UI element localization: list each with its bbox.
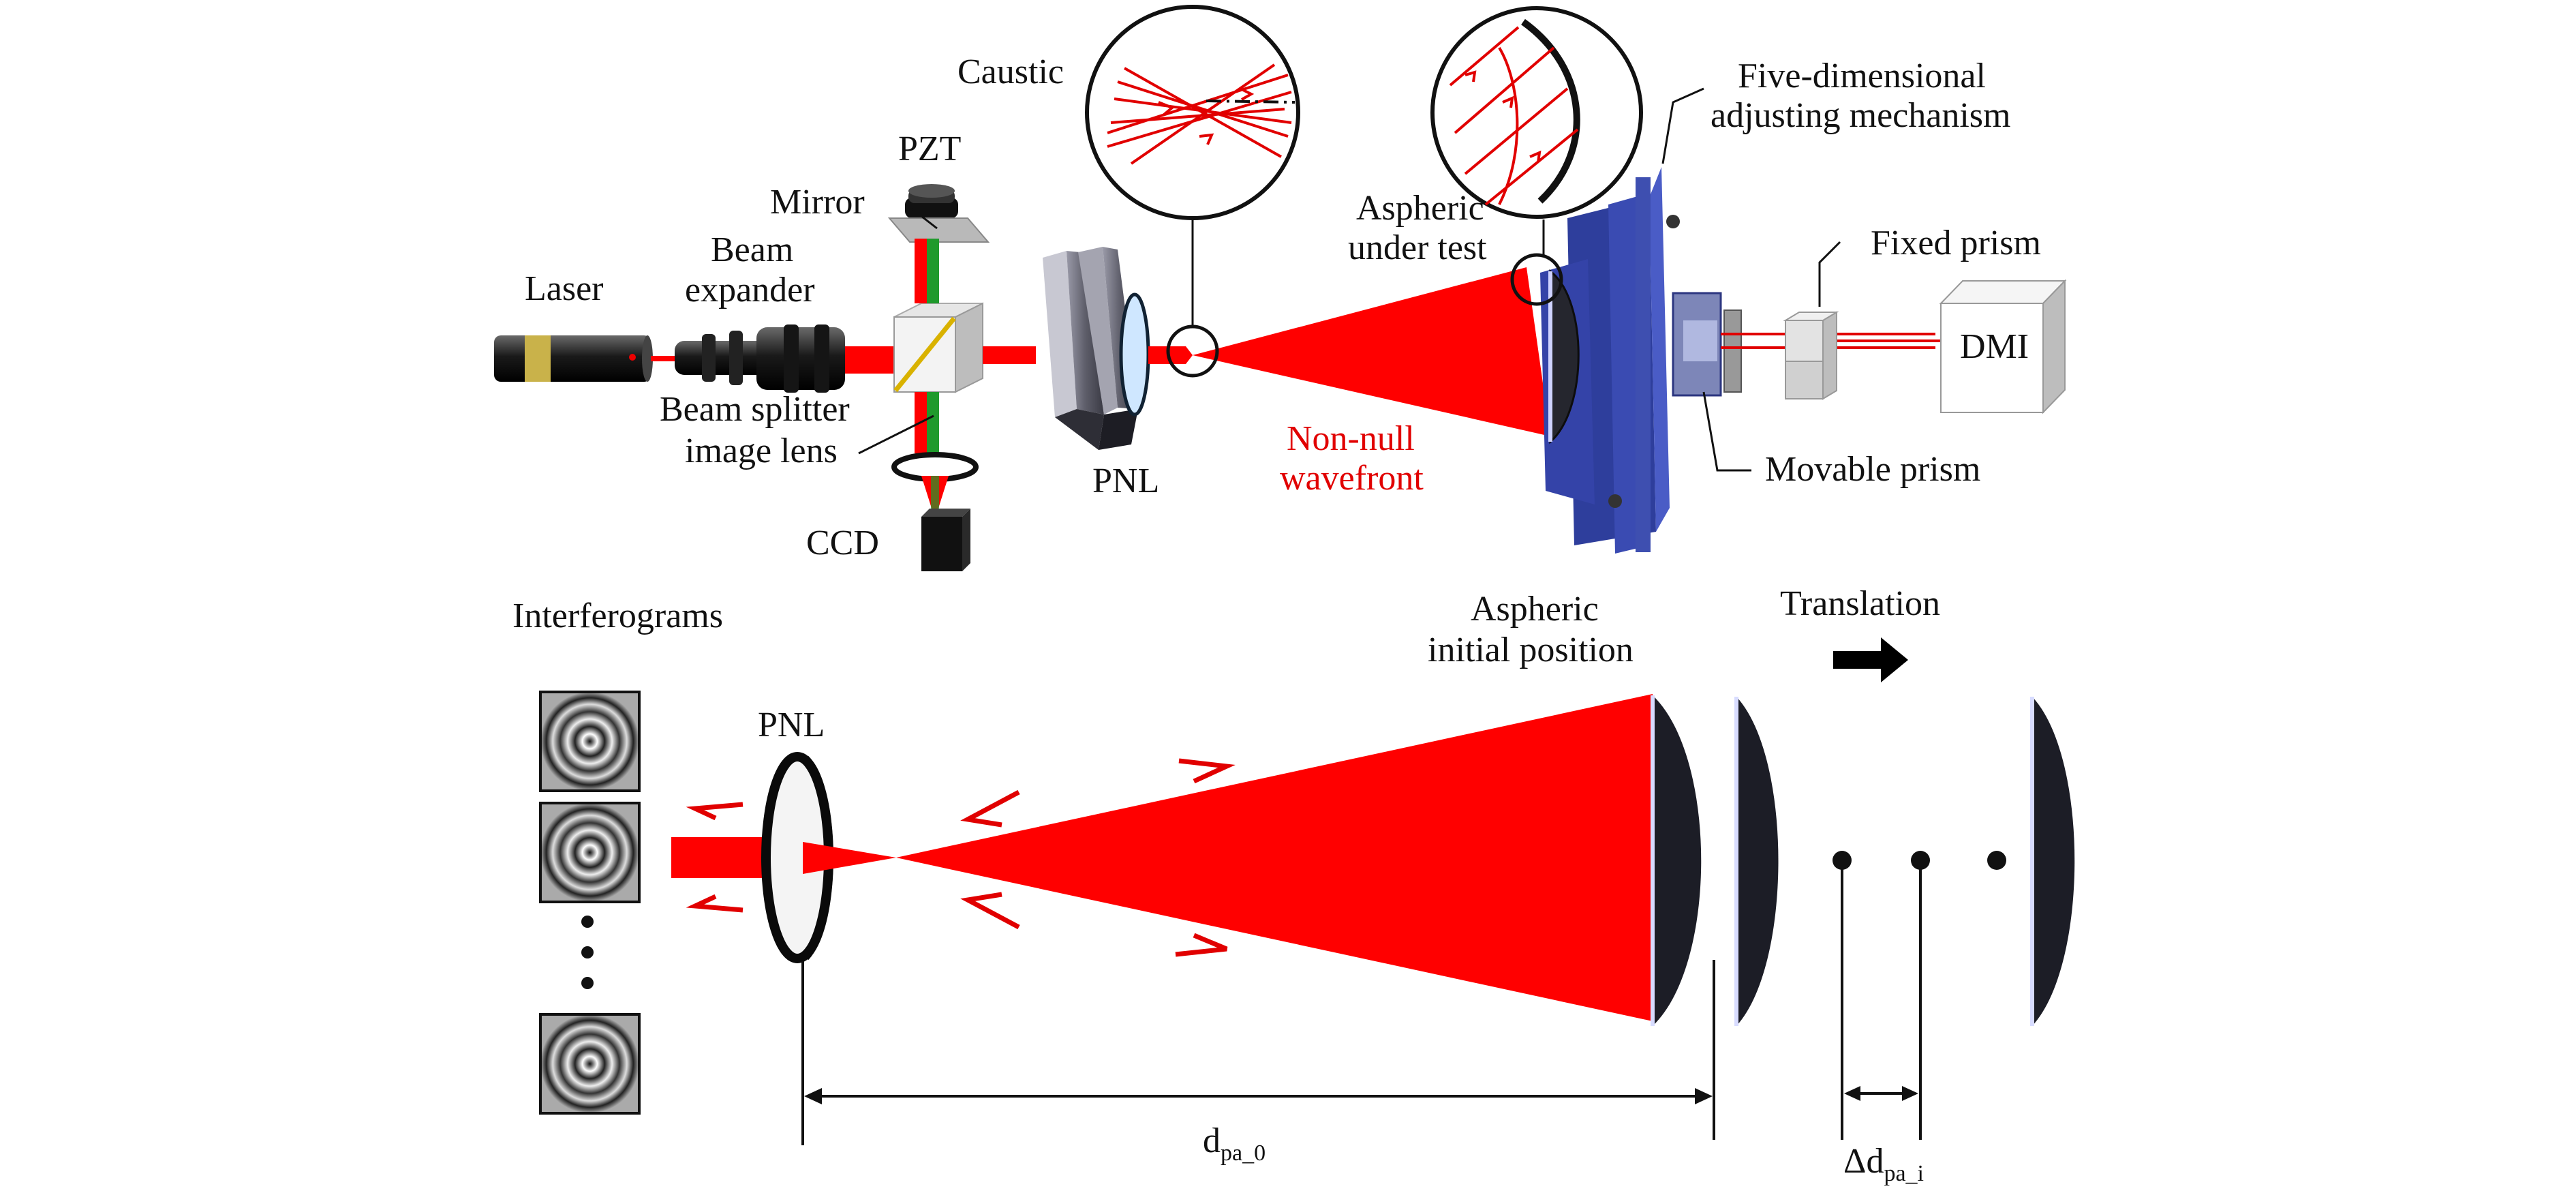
fixed-prism-label: Fixed prism [1871, 224, 2041, 262]
pnl-lens-assembly [1043, 247, 1150, 450]
laser-beam [651, 356, 675, 361]
return-direction-arrows [686, 802, 743, 913]
interferogram-1 [539, 691, 641, 792]
interferograms-label: Interferograms [512, 596, 723, 635]
pnl-label-bottom: PNL [758, 706, 825, 744]
aspheric-initial-label-1: Aspheric [1471, 590, 1599, 629]
aspheric-magnifier [1430, 6, 1643, 219]
laser-label: Laser [525, 269, 603, 308]
test-arm-beam [1148, 267, 1550, 436]
delta-d-pai-label: Δdpa_i [1843, 1142, 1924, 1186]
arrow-right-icon [1833, 637, 1908, 682]
pnl-label-top: PNL [1092, 462, 1159, 500]
expanded-beam [845, 346, 894, 374]
dmi-label: DMI [1960, 327, 2029, 366]
five-dimensional-label-1: Five-dimensional [1738, 57, 1986, 95]
nonnull-label-2: wavefront [1280, 459, 1424, 498]
laser-device [494, 335, 653, 382]
test-beam-cone [803, 842, 896, 874]
fixed-prism [1783, 311, 1839, 400]
return-beam [671, 837, 773, 878]
reference-mirror [887, 217, 990, 243]
dmi-unit [1939, 279, 2067, 414]
five-dimensional-mount [1540, 167, 1742, 554]
delta-d-subscript: pa_i [1884, 1161, 1924, 1186]
pzt-actuator [905, 184, 958, 218]
translation-label: Translation [1780, 584, 1940, 623]
beam-expander-label-1: Beam [711, 230, 793, 269]
beam-splitter-label-1: Beam splitter [660, 390, 850, 429]
dimension-lines [801, 860, 1922, 1145]
beam-expander-label-2: expander [685, 271, 815, 309]
five-dimensional-label-2: adjusting mechanism [1711, 96, 2010, 135]
reference-arm-beams [915, 239, 939, 303]
imaging-lens [891, 452, 979, 482]
beam-splitter-label-2: image lens [685, 432, 838, 470]
d-pa0-main: d [1203, 1121, 1221, 1160]
d-pa0-subscript: pa_0 [1221, 1141, 1266, 1166]
nonnull-label-1: Non-null [1287, 419, 1415, 458]
ccd-camera [921, 509, 970, 571]
propagation-arrows [960, 758, 1236, 957]
interferogram-2 [539, 802, 641, 903]
beam-expander [675, 324, 845, 393]
aspheric-position-final [2032, 697, 2075, 1026]
caustic-label: Caustic [957, 52, 1064, 91]
interferogram-thumbnails [539, 691, 641, 1115]
caustic-magnifier [1085, 5, 1300, 220]
aspheric-edge-marker [1510, 253, 1563, 306]
beam-splitter-cube [893, 302, 983, 393]
movable-prism-label: Movable prism [1765, 450, 1980, 489]
interferogram-3 [539, 1013, 641, 1115]
bottom-schematic: Interferograms PNL As [512, 584, 2075, 1186]
mirror-label: Mirror [770, 183, 865, 222]
aspheric-under-test [1549, 269, 1580, 444]
aspheric-position-2 [1736, 697, 1779, 1026]
aspheric-under-test-label-2: under test [1348, 228, 1487, 267]
test-beam-cone-main [896, 694, 1653, 1021]
pzt-label: PZT [898, 130, 961, 168]
top-setup: Caustic PZT Mirror Laser Beam expander B… [494, 5, 2067, 571]
ccd-label: CCD [806, 524, 879, 562]
leader-lines [858, 87, 1841, 472]
to-pnl-beam [983, 346, 1036, 364]
delta-d-main: Δd [1843, 1142, 1884, 1181]
d-pa0-label: dpa_0 [1203, 1121, 1266, 1166]
aspheric-under-test-label-1: Aspheric [1356, 189, 1484, 228]
aspheric-initial-label-2: initial position [1428, 631, 1634, 669]
ellipsis-dots-icon [581, 916, 594, 989]
aspheric-initial-position [1653, 695, 1702, 1026]
